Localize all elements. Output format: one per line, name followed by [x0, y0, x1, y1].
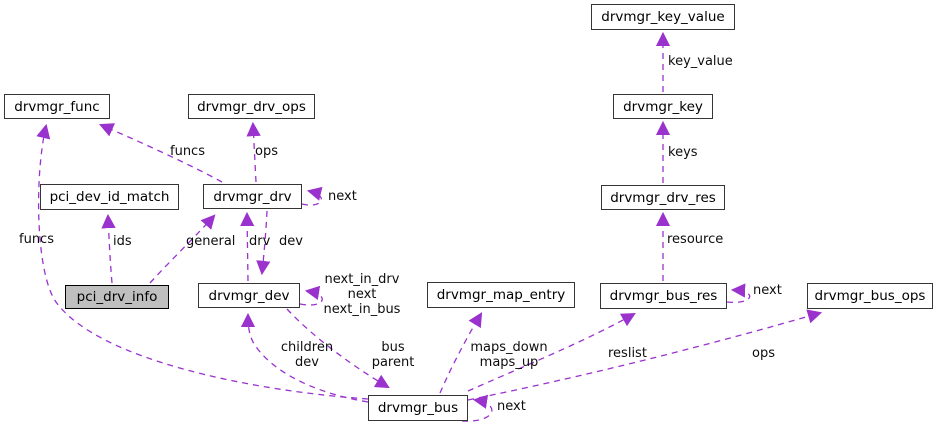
edge-label-ops-drv: ops [255, 144, 278, 159]
edge-drvmgr_bus_res-self-next [726, 283, 751, 304]
edge-label-funcs-bus: funcs [19, 232, 54, 247]
node-drvmgr_drv_ops[interactable]: drvmgr_drv_ops [188, 94, 315, 119]
node-drvmgr_func[interactable]: drvmgr_func [4, 94, 110, 119]
edge-label-next-drv: next [328, 189, 357, 204]
edge-label-bus-parent: bus parent [371, 340, 415, 370]
edge-drvmgr_drv-drvmgr_func [99, 123, 223, 183]
edge-drvmgr_dev-self-next [299, 285, 323, 306]
edge-label-dev: dev [279, 234, 303, 249]
edge-drvmgr_drv-self-next [301, 186, 323, 206]
edge-label-maps: maps_down maps_up [470, 340, 548, 370]
edge-label-reslist: reslist [608, 346, 647, 361]
node-drvmgr_bus_ops[interactable]: drvmgr_bus_ops [807, 283, 933, 309]
edge-label-next-bus: next [497, 399, 526, 414]
node-drvmgr_drv[interactable]: drvmgr_drv [203, 184, 302, 209]
edge-pci_drv_info-drvmgr_drv [149, 214, 216, 284]
edge-label-key_value: key_value [668, 54, 733, 69]
edge-drvmgr_bus-drvmgr_bus_ops [467, 309, 823, 401]
edge-label-drv: drv [249, 234, 271, 249]
edge-label-ops-bus: ops [752, 346, 775, 361]
edge-label-ids: ids [113, 234, 132, 249]
edge-label-funcs-drv: funcs [170, 144, 205, 159]
node-drvmgr_map_entry[interactable]: drvmgr_map_entry [427, 282, 575, 308]
node-pci_dev_id_match[interactable]: pci_dev_id_match [40, 184, 179, 210]
edge-label-children-dev: children dev [280, 340, 334, 370]
edge-drvmgr_drv-drvmgr_dev [256, 210, 271, 276]
node-drvmgr_key[interactable]: drvmgr_key [613, 94, 713, 119]
edge-label-keys: keys [668, 145, 698, 160]
edge-drvmgr_drv-drvmgr_drv_ops [246, 121, 261, 183]
edge-drvmgr_bus-drvmgr_bus_res [467, 312, 636, 392]
edge-drvmgr_bus-drvmgr_map_entry [439, 312, 483, 394]
node-drvmgr_key_value[interactable]: drvmgr_key_value [591, 4, 735, 30]
edge-drvmgr_bus-drvmgr_func [36, 123, 369, 400]
edge-drvmgr_dev-drvmgr_bus [286, 308, 390, 389]
edge-label-general: general [186, 234, 236, 249]
node-drvmgr_bus[interactable]: drvmgr_bus [368, 395, 468, 421]
edge-drvmgr_dev-drvmgr_drv [240, 211, 255, 282]
node-drvmgr_dev[interactable]: drvmgr_dev [198, 283, 300, 308]
edge-pci_drv_info-pci_dev_id_match [101, 213, 116, 284]
edge-label-next-busres: next [753, 283, 782, 298]
edge-label-resource: resource [667, 232, 724, 247]
node-drvmgr_bus_res[interactable]: drvmgr_bus_res [600, 283, 727, 309]
edge-drvmgr_bus-self-next [461, 394, 493, 422]
edge-drvmgr_bus-drvmgr_dev [240, 312, 369, 403]
node-pci_drv_info: pci_drv_info [65, 285, 169, 309]
edge-label-next-dev-loop: next_in_drv next next_in_bus [323, 272, 401, 317]
node-drvmgr_drv_res[interactable]: drvmgr_drv_res [601, 185, 725, 210]
